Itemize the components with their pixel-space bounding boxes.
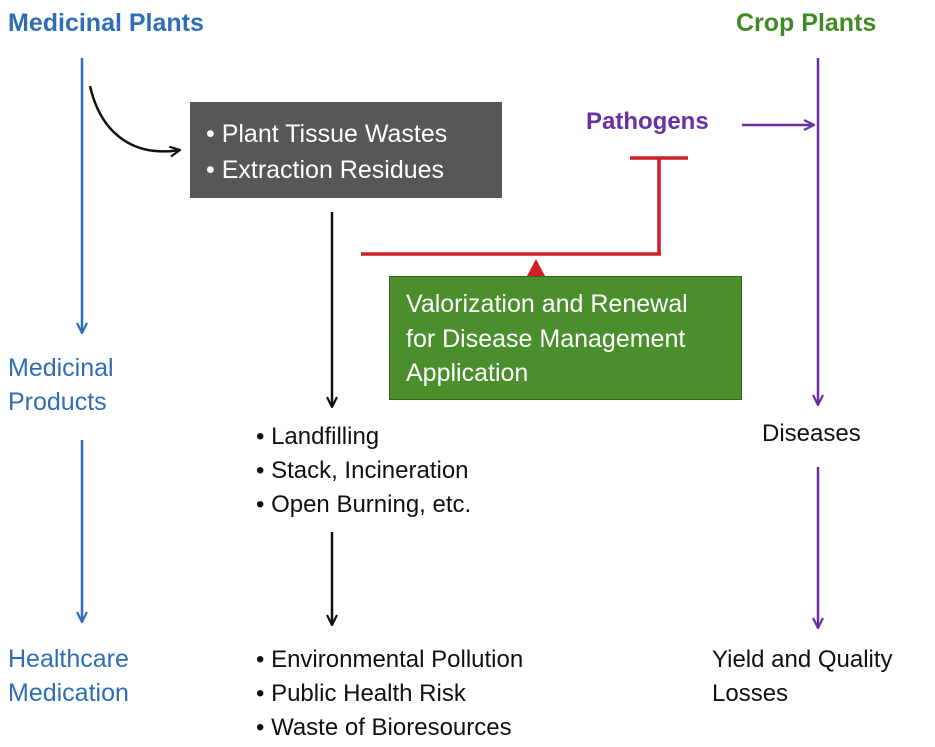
crop-plants-title: Crop Plants	[736, 9, 877, 37]
valorization-line: Valorization and Renewal	[406, 290, 688, 318]
disposal-list: • Landfilling • Stack, Incineration • Op…	[256, 420, 471, 522]
pathogens-label: Pathogens	[586, 108, 709, 135]
waste-box: • Plant Tissue Wastes • Extraction Resid…	[190, 102, 502, 198]
valorization-line: Application	[406, 359, 529, 387]
list-item: • Public Health Risk	[256, 680, 466, 708]
list-item: • Stack, Incineration	[256, 457, 469, 485]
healthcare-line-2: Medication	[8, 678, 129, 707]
healthcare-line-1: Healthcare	[8, 645, 129, 673]
arrow-curve-to-waste-box	[88, 85, 180, 151]
waste-item: • Plant Tissue Wastes	[206, 120, 448, 148]
valorization-line: for Disease Management	[406, 324, 686, 353]
list-item: • Environmental Pollution	[256, 646, 524, 673]
list-item: • Waste of Bioresources	[256, 714, 512, 742]
yield-losses-label: Yield and Quality Losses	[712, 643, 893, 711]
yield-line-1: Yield and Quality	[712, 646, 893, 673]
valorization-box: Valorization and Renewal for Disease Man…	[389, 276, 742, 400]
healthcare-medication-label: Healthcare Medication	[8, 643, 129, 711]
list-item: • Open Burning, etc.	[256, 491, 472, 519]
diseases-label: Diseases	[762, 420, 861, 447]
medicinal-plants-title: Medicinal Plants	[8, 9, 204, 37]
list-item: • Landfilling	[256, 423, 380, 450]
medicinal-products-label: Medicinal Products	[8, 352, 114, 420]
yield-line-2: Losses	[712, 680, 789, 708]
medicinal-products-line-2: Products	[8, 387, 107, 416]
medicinal-products-line-1: Medicinal	[8, 354, 114, 382]
inhibition-connector	[361, 156, 688, 276]
pivot-triangle	[527, 259, 545, 276]
waste-item: • Extraction Residues	[206, 156, 445, 185]
consequence-list: • Environmental Pollution • Public Healt…	[256, 643, 523, 745]
